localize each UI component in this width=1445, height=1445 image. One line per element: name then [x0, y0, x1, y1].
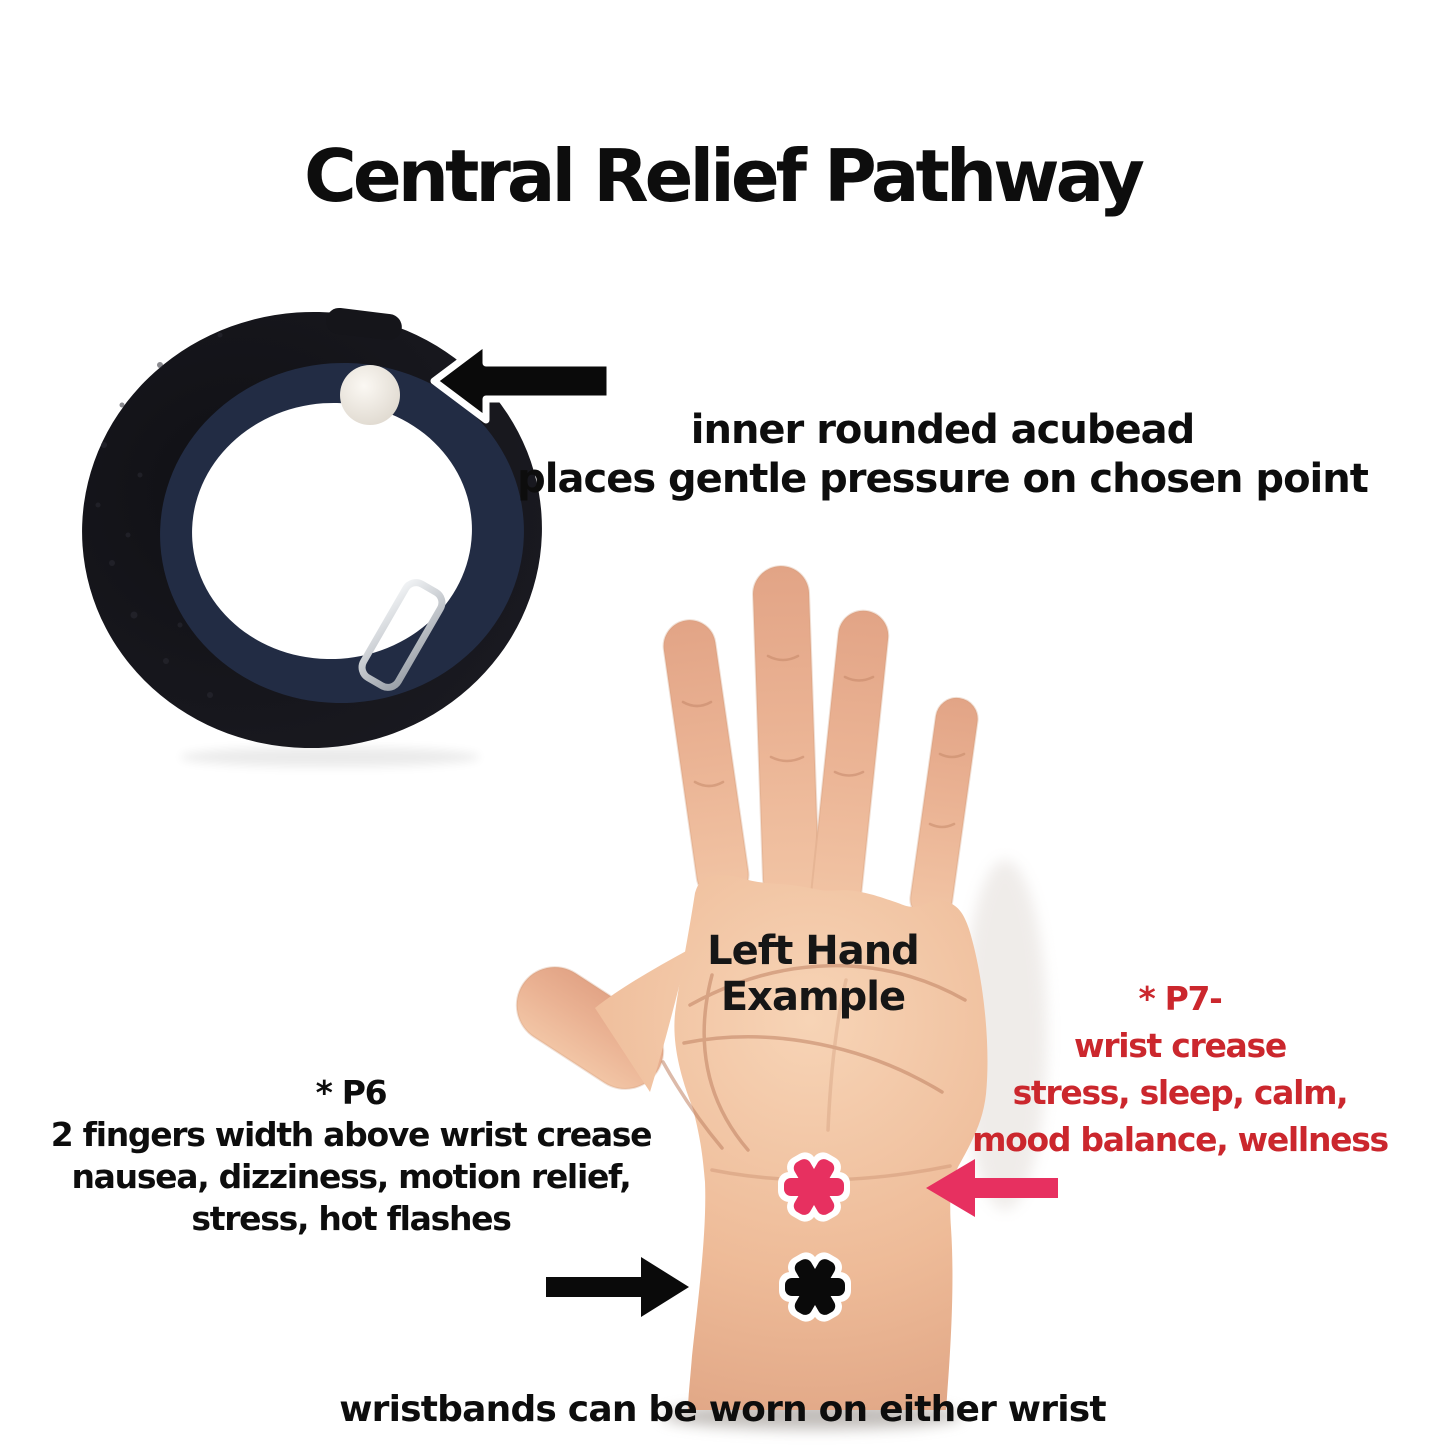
acubead	[340, 365, 400, 425]
p6-annotation: * P6 2 fingers width above wrist crease …	[1, 1072, 701, 1240]
pinky-finger	[909, 696, 979, 922]
hand-label-line2: Example	[720, 974, 906, 1021]
footer-note: wristbands can be worn on either wrist	[339, 1389, 1106, 1430]
ring-finger	[810, 609, 890, 915]
wristband-buckle	[358, 579, 446, 691]
thumb	[515, 966, 665, 1090]
hand-side-shadow	[963, 860, 1047, 1210]
thumb-web	[595, 950, 688, 1092]
acubead-caption-line1: inner rounded acubead	[690, 407, 1196, 453]
p6-line3: nausea, dizziness, motion relief,	[71, 1156, 631, 1196]
hand-label: Left Hand Example	[563, 928, 1063, 1021]
acubead-caption-line2: places gentle pressure on chosen point	[517, 455, 1369, 502]
p7-line4: mood balance, wellness	[972, 1119, 1389, 1159]
acubead-caption: inner rounded acubead places gentle pres…	[440, 406, 1445, 504]
wristband-tab	[326, 307, 402, 341]
fingers	[515, 565, 979, 1090]
hand-photo	[515, 565, 1047, 1429]
wristband-fuzz-texture	[95, 332, 223, 698]
wristband-shadow	[180, 747, 480, 767]
index-finger	[662, 619, 750, 902]
p7-annotation: * P7- wrist crease stress, sleep, calm, …	[930, 976, 1430, 1163]
p7-line2: wrist crease	[1074, 1025, 1287, 1065]
wristband-photo	[82, 307, 542, 767]
p7-heading: * P7-	[1138, 979, 1222, 1018]
palm-and-forearm	[674, 875, 988, 1410]
page-title: Central Relief Pathway	[304, 134, 1145, 219]
p6-line4: stress, hot flashes	[191, 1198, 512, 1238]
p6-heading: * P6	[315, 1073, 388, 1112]
p7-line3: stress, sleep, calm,	[1012, 1072, 1349, 1112]
p6-line2: 2 fingers width above wrist crease	[50, 1114, 653, 1154]
hand-label-line1: Left Hand	[707, 928, 920, 974]
middle-finger	[752, 565, 820, 907]
